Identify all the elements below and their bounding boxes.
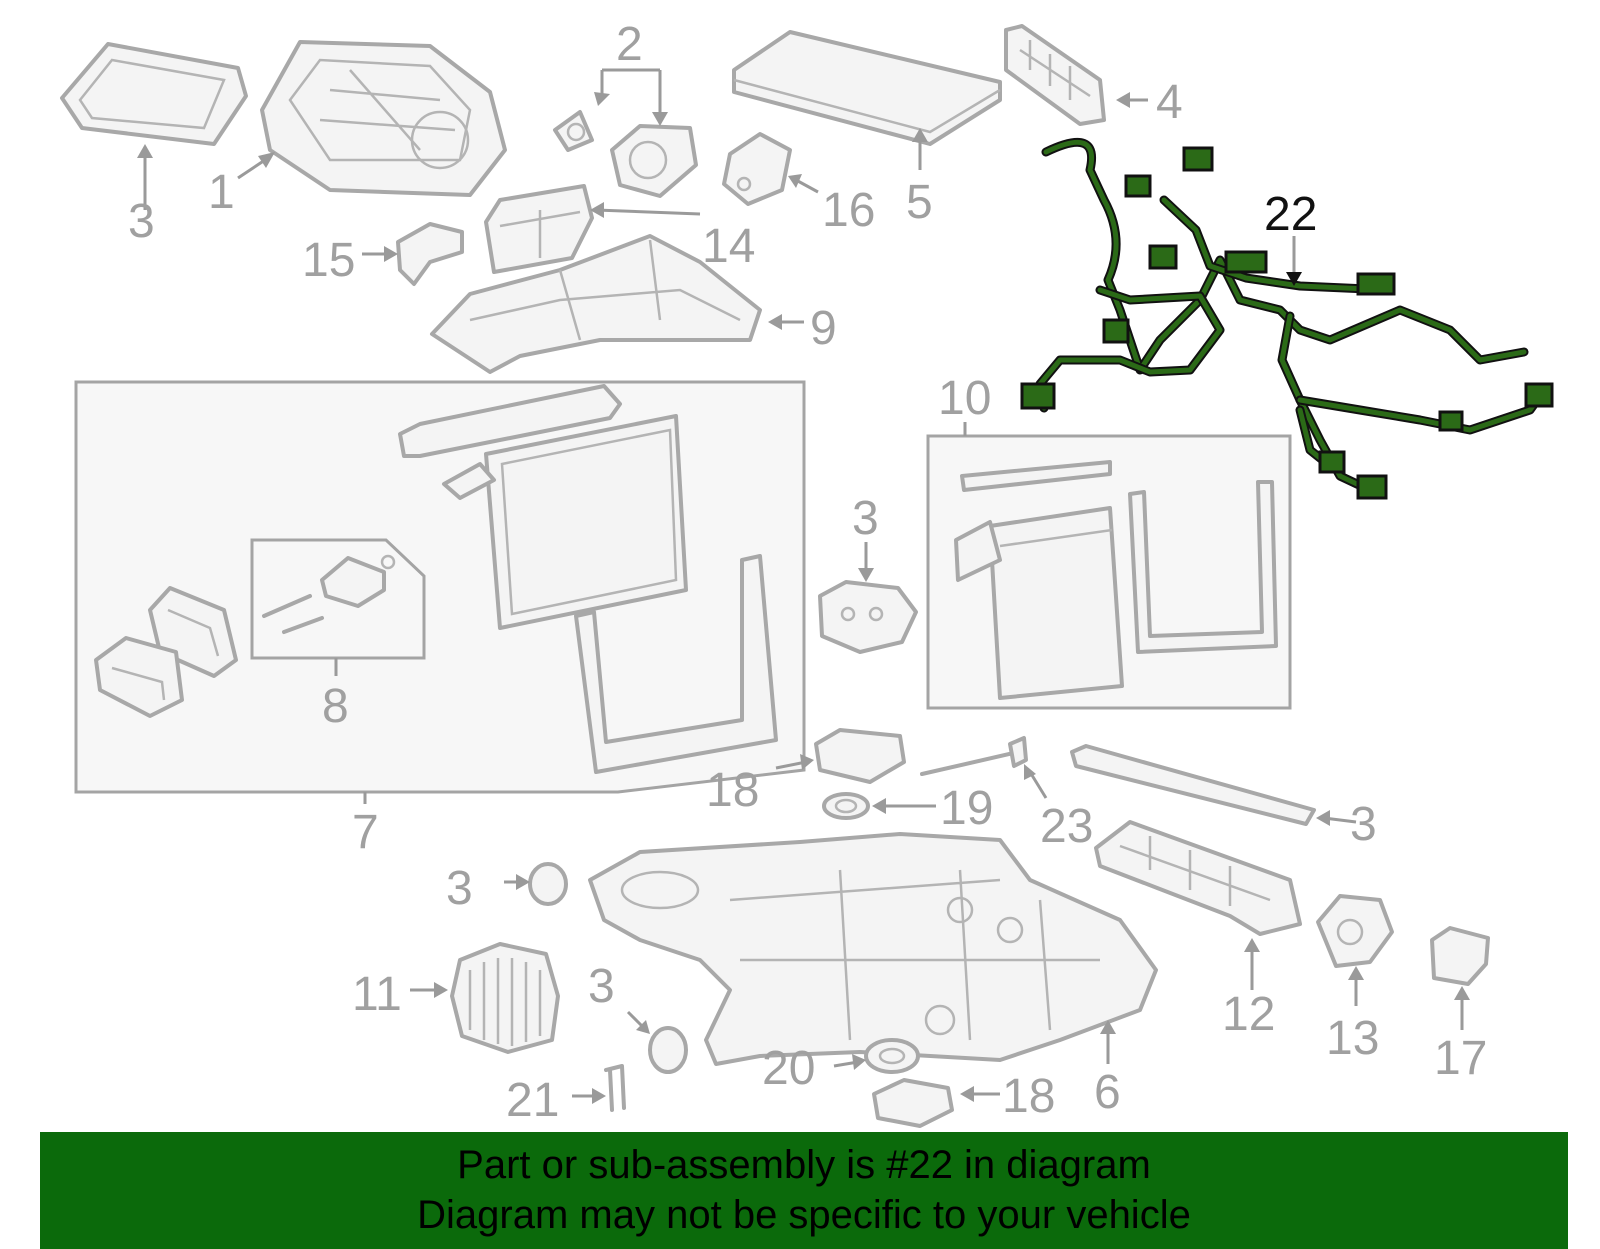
callout-2: 2 [616, 18, 643, 71]
callout-12: 12 [1222, 988, 1275, 1041]
part-pipe-seals[interactable] [94, 586, 238, 718]
part-10-heater-core[interactable] [954, 460, 1278, 700]
leader-18a [775, 760, 807, 770]
arrow-6 [1100, 1020, 1116, 1034]
callout-11: 11 [352, 968, 402, 1021]
arrow-9 [768, 314, 782, 330]
callout-1: 1 [208, 166, 235, 219]
part-evaporator-core[interactable] [398, 384, 688, 630]
arrow-5 [912, 128, 928, 142]
arrow-15 [384, 246, 398, 262]
part-17-actuator[interactable] [1430, 926, 1490, 986]
part-16-actuator[interactable] [722, 132, 792, 206]
arrow-18a [800, 754, 814, 770]
callout-3c: 3 [1350, 798, 1377, 851]
arrow-18b [960, 1086, 974, 1102]
callout-8: 8 [322, 680, 349, 733]
part-20-ring[interactable] [864, 1038, 920, 1074]
callout-3b: 3 [852, 492, 879, 545]
arrow-14 [590, 202, 604, 218]
part-3-plug-left[interactable] [528, 862, 568, 906]
callout-3a: 3 [128, 195, 155, 248]
part-2-actuator[interactable] [553, 110, 698, 198]
banner-line-1: Part or sub-assembly is #22 in diagram [457, 1143, 1151, 1187]
callout-7: 7 [352, 806, 379, 859]
part-23-rod[interactable] [920, 736, 1028, 776]
part-12-duct[interactable] [1094, 820, 1302, 936]
part-9-duct[interactable] [430, 234, 762, 374]
leader-16 [795, 178, 819, 194]
part-3-long-seal[interactable] [1070, 744, 1316, 826]
callout-19: 19 [940, 782, 993, 835]
callout-14: 14 [702, 220, 755, 273]
part-3-filter-seal[interactable] [60, 42, 248, 146]
leader-2 [600, 68, 662, 118]
arrow-20 [852, 1054, 866, 1070]
callout-5: 5 [906, 176, 933, 229]
callout-13: 13 [1326, 1012, 1379, 1065]
part-1-upper-case[interactable] [260, 40, 507, 197]
part-13-actuator[interactable] [1316, 894, 1394, 968]
leader-14 [595, 208, 701, 216]
arrow-12 [1244, 938, 1260, 952]
part-6-main-case[interactable] [588, 832, 1158, 1066]
part-11-blower-motor[interactable] [450, 942, 560, 1054]
callout-17: 17 [1434, 1032, 1487, 1085]
arrow-19 [872, 798, 886, 814]
arrow-2a [594, 92, 610, 106]
banner-line-2: Diagram may not be specific to your vehi… [417, 1193, 1191, 1237]
part-15-clip[interactable] [396, 222, 464, 286]
callout-6: 6 [1094, 1066, 1121, 1119]
callout-20: 20 [762, 1042, 815, 1095]
arrow-3c [1316, 810, 1330, 826]
part-5-cabin-filter[interactable] [732, 30, 1002, 146]
part-18-actuator-upper[interactable] [814, 728, 906, 784]
callout-3e: 3 [588, 960, 615, 1013]
arrow-23 [1024, 764, 1036, 780]
callout-16: 16 [822, 184, 875, 237]
callout-18a: 18 [706, 764, 759, 817]
part-info-banner: Part or sub-assembly is #22 in diagram D… [40, 1132, 1568, 1249]
part-seal-frame[interactable] [574, 554, 778, 774]
leader-23 [1028, 771, 1048, 799]
arrow-11 [434, 982, 448, 998]
part-3-grommet[interactable] [818, 580, 918, 654]
arrow-17 [1454, 986, 1470, 1000]
arrow-21 [592, 1088, 606, 1104]
callout-22: 22 [1264, 188, 1317, 241]
part-18-actuator-lower[interactable] [872, 1078, 954, 1128]
arrow-16 [788, 174, 802, 188]
arrow-3a [137, 144, 153, 158]
arrow-1 [258, 152, 275, 168]
callout-10: 10 [938, 372, 991, 425]
callout-23: 23 [1040, 800, 1093, 853]
part-14-module[interactable] [484, 184, 594, 274]
arrow-13 [1348, 966, 1364, 980]
part-8-expansion-valve[interactable] [262, 554, 396, 634]
arrow-22 [1286, 272, 1302, 286]
part-19-ring[interactable] [822, 792, 870, 820]
part-4-bracket[interactable] [1004, 24, 1106, 126]
part-21-drain-tube[interactable] [604, 1064, 626, 1112]
arrow-3b [858, 568, 874, 582]
callout-21: 21 [506, 1074, 559, 1127]
callout-15: 15 [302, 234, 355, 287]
part-22-wiring-harness[interactable] [1020, 137, 1554, 500]
arrow-3d [516, 874, 530, 890]
callout-9: 9 [810, 302, 837, 355]
arrow-3e [636, 1020, 650, 1034]
part-3-plug-bottom[interactable] [648, 1026, 688, 1074]
callout-4: 4 [1156, 76, 1183, 129]
callout-3d: 3 [446, 862, 473, 915]
arrow-4 [1116, 92, 1130, 108]
callout-18b: 18 [1002, 1070, 1055, 1123]
arrow-2b [652, 112, 668, 126]
